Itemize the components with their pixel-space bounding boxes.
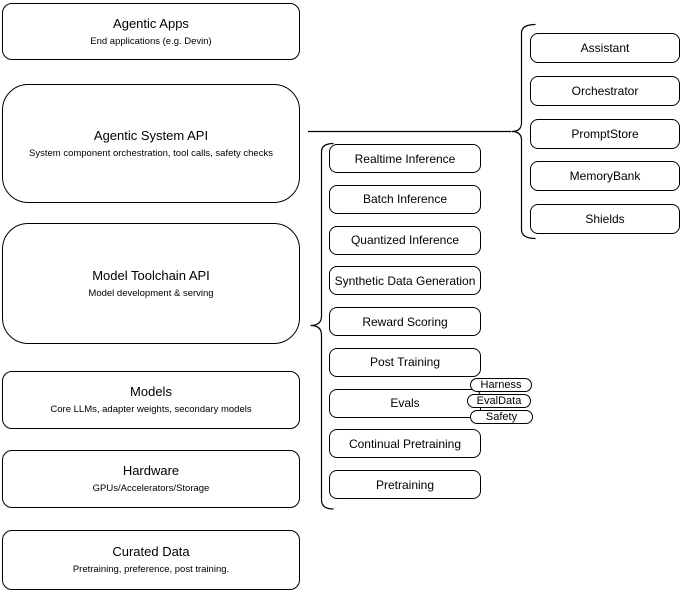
node-agentic-system-api: Agentic System API System component orch…: [2, 84, 300, 203]
node-title: Models: [130, 384, 172, 399]
node-hardware: Hardware GPUs/Accelerators/Storage: [2, 450, 300, 508]
node-subtitle: Pretraining, preference, post training.: [72, 564, 230, 575]
node-title: Agentic System API: [93, 127, 209, 143]
tag-safety: Safety: [470, 410, 533, 424]
node-title: Hardware: [122, 463, 180, 478]
tag-harness: Harness: [470, 378, 532, 392]
node-title: Model Toolchain API: [92, 267, 210, 283]
tag-evaldata: EvalData: [467, 394, 531, 408]
node-continual-pretraining: Continual Pretraining: [329, 429, 481, 459]
toolchain-group: Realtime Inference Batch Inference Quant…: [329, 144, 481, 499]
node-pretraining: Pretraining: [329, 470, 481, 499]
node-promptstore: PromptStore: [530, 118, 680, 149]
node-evals: Evals: [329, 388, 481, 418]
node-realtime-inference: Realtime Inference: [329, 144, 481, 173]
node-subtitle: GPUs/Accelerators/Storage: [92, 483, 210, 494]
node-batch-inference: Batch Inference: [329, 184, 481, 214]
node-synthetic-data-generation: Synthetic Data Generation: [329, 266, 481, 296]
node-curated-data: Curated Data Pretraining, preference, po…: [2, 530, 300, 590]
node-subtitle: Core LLMs, adapter weights, secondary mo…: [50, 404, 252, 415]
node-post-training: Post Training: [329, 347, 481, 377]
node-subtitle: Model development & serving: [88, 287, 214, 299]
node-shields: Shields: [530, 204, 680, 234]
node-title: Agentic Apps: [113, 15, 189, 31]
node-model-toolchain-api: Model Toolchain API Model development & …: [2, 223, 300, 344]
node-subtitle: System component orchestration, tool cal…: [29, 147, 273, 159]
node-title: Curated Data: [112, 544, 190, 559]
node-quantized-inference: Quantized Inference: [329, 225, 481, 255]
node-memorybank: MemoryBank: [530, 161, 680, 192]
node-orchestrator: Orchestrator: [530, 75, 680, 106]
node-subtitle: End applications (e.g. Devin): [90, 35, 212, 47]
system-components-group: Assistant Orchestrator PromptStore Memor…: [530, 33, 680, 234]
node-models: Models Core LLMs, adapter weights, secon…: [2, 371, 300, 429]
node-agentic-apps: Agentic Apps End applications (e.g. Devi…: [2, 3, 300, 60]
node-reward-scoring: Reward Scoring: [329, 307, 481, 336]
node-assistant: Assistant: [530, 33, 680, 63]
